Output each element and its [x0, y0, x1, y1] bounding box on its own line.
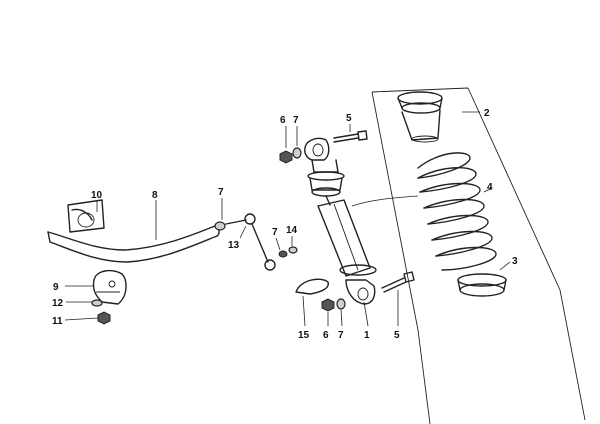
- callout-8: 8: [152, 190, 158, 201]
- callout-11: 11: [52, 316, 63, 327]
- washer-12: [91, 299, 103, 307]
- callout-10: 10: [91, 190, 103, 201]
- coil-spring: [417, 152, 497, 271]
- bump-stop-boot: [397, 91, 443, 143]
- callout-7-link-mid: 7: [272, 227, 278, 238]
- callout-14: 14: [286, 225, 298, 236]
- bottom-nut-6: [321, 298, 335, 312]
- callout-7-top: 7: [293, 115, 299, 126]
- callout-6-bottom: 6: [323, 330, 329, 341]
- link-nut-7: [278, 250, 288, 258]
- callout-6-top: 6: [280, 115, 286, 126]
- bottom-bolt: [381, 271, 415, 293]
- callout-labels: 1 2 3 4 5 5 6 6 7 7 7 7 8 9 10 11 12 13 …: [52, 108, 518, 341]
- callout-7-link-top: 7: [218, 187, 224, 198]
- rubber-mount: [67, 199, 105, 233]
- callout-12: 12: [52, 298, 64, 309]
- stabilizer-link: [214, 213, 276, 271]
- mounting-bracket: [92, 269, 127, 305]
- callout-1: 1: [364, 330, 370, 341]
- callout-5-bottom: 5: [394, 330, 400, 341]
- callout-5-top: 5: [346, 113, 352, 124]
- bottom-washer-7: [336, 298, 346, 310]
- callout-15: 15: [298, 330, 310, 341]
- washer-14: [288, 246, 298, 254]
- callout-13: 13: [228, 240, 240, 251]
- spring-background-panel: [371, 87, 586, 424]
- lower-spring-pad: [457, 273, 507, 297]
- shock-absorber: [304, 137, 377, 305]
- callout-leaders: [64, 111, 511, 327]
- retaining-clip: [295, 278, 329, 295]
- nut-11: [97, 311, 111, 325]
- callout-2: 2: [484, 108, 490, 119]
- callout-4: 4: [487, 182, 493, 193]
- callout-9: 9: [53, 282, 59, 293]
- spring-leader-line: [351, 195, 419, 207]
- top-nut-6: [279, 150, 293, 164]
- top-bolt: [333, 130, 368, 143]
- top-washer-7: [292, 147, 302, 159]
- callout-3: 3: [512, 256, 518, 267]
- callout-7-bottom: 7: [338, 330, 344, 341]
